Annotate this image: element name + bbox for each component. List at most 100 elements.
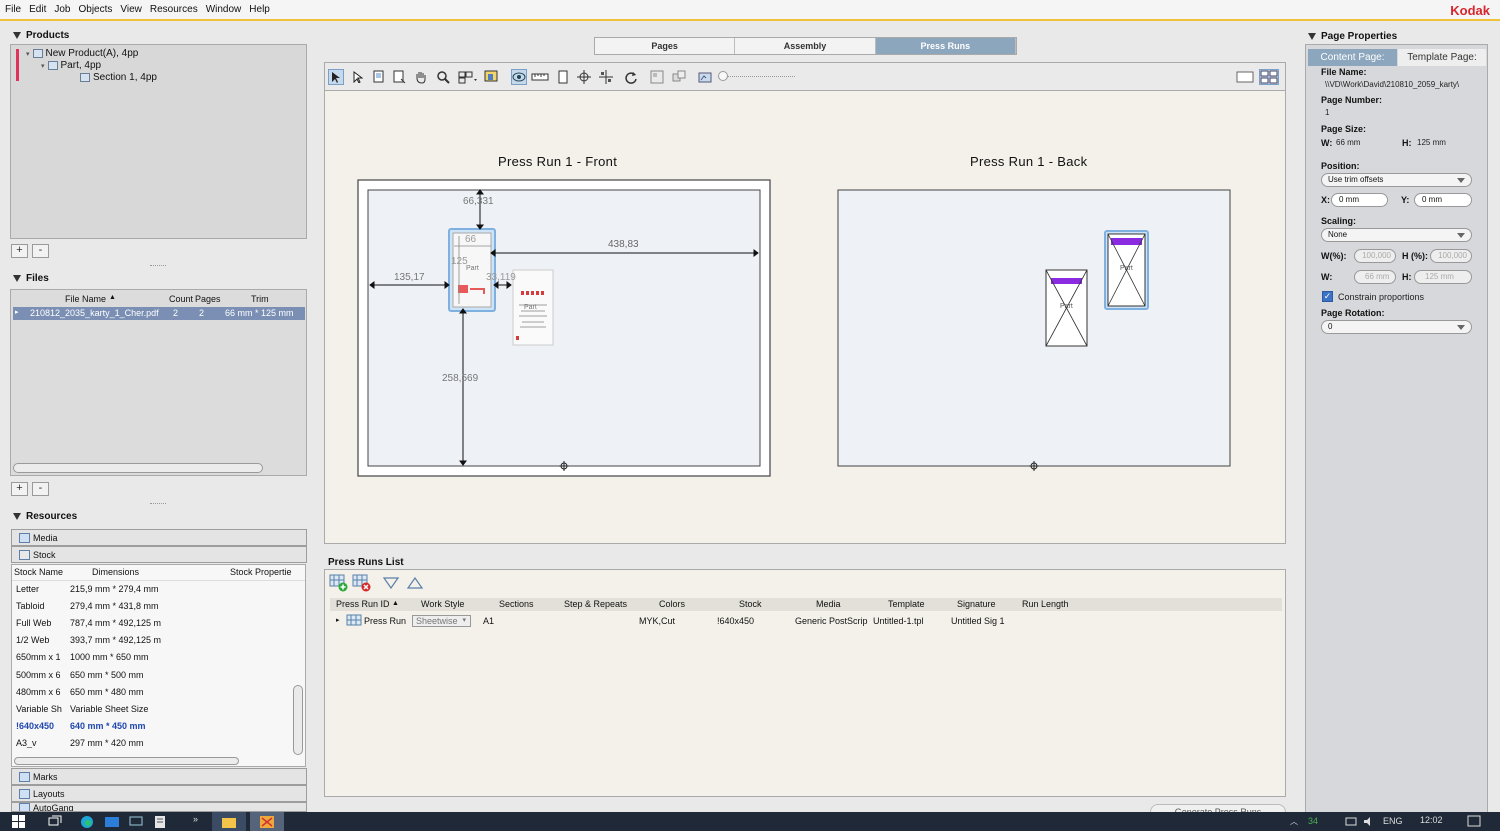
tab-template-page[interactable]: Template Page: [1398, 49, 1486, 66]
resources-header[interactable]: Resources [13, 511, 77, 522]
move-up-icon[interactable] [406, 576, 424, 592]
distribute-icon[interactable] [649, 69, 665, 85]
splitter-handle[interactable] [150, 503, 166, 505]
taskbar-overflow-icon[interactable]: » [193, 814, 199, 824]
col-template[interactable]: Template [888, 599, 925, 609]
task-view-icon[interactable] [48, 815, 62, 828]
back-page-1[interactable] [1045, 269, 1088, 347]
zoom-tool-icon[interactable] [435, 69, 451, 85]
splitter-handle[interactable] [150, 265, 166, 267]
file-explorer-task[interactable] [212, 812, 246, 831]
expand-arrow-icon[interactable]: ▸ [336, 617, 340, 624]
expand-arrow-icon[interactable]: ▾ [41, 62, 45, 70]
tray-chevron-icon[interactable]: ︿ [1290, 817, 1298, 826]
back-page-2[interactable] [1104, 230, 1149, 310]
resource-tab-media[interactable]: Media [11, 529, 307, 546]
grid-view-icon[interactable] [1259, 69, 1279, 85]
tab-pages[interactable]: Pages [595, 38, 736, 54]
align-grid-icon[interactable] [598, 69, 614, 85]
crosshair-icon[interactable] [576, 69, 592, 85]
windows-start-icon[interactable] [12, 815, 26, 828]
col-sections[interactable]: Sections [499, 599, 534, 609]
menu-view[interactable]: View [120, 4, 142, 15]
select-tool-icon[interactable] [328, 69, 344, 85]
fit-icon[interactable] [697, 69, 713, 85]
col-work-style[interactable]: Work Style [421, 599, 465, 609]
page-rotation-select[interactable]: 0 [1321, 320, 1472, 334]
tree-item-product[interactable]: ▾ New Product(A), 4pp [26, 48, 138, 59]
files-horizontal-scrollbar[interactable] [13, 463, 263, 473]
notepad-icon[interactable] [153, 815, 167, 828]
col-stock-name[interactable]: Stock Name [14, 567, 64, 577]
stock-horizontal-scrollbar[interactable] [14, 757, 239, 765]
page-icon[interactable] [555, 69, 571, 85]
tree-item-section[interactable]: Section 1, 4pp [80, 72, 157, 83]
col-pages[interactable]: Pages [195, 294, 221, 304]
add-product-button[interactable]: + [11, 244, 28, 258]
notification-icon[interactable] [1467, 815, 1481, 828]
products-header[interactable]: Products [13, 30, 69, 41]
col-colors[interactable]: Colors [659, 599, 686, 609]
constrain-proportions-checkbox[interactable]: ✓ [1322, 291, 1333, 302]
col-count[interactable]: Count [169, 294, 194, 304]
remove-file-button[interactable]: - [32, 482, 49, 496]
col-signature[interactable]: Signature [957, 599, 996, 609]
menu-resources[interactable]: Resources [149, 4, 198, 15]
move-down-icon[interactable] [382, 577, 400, 592]
tab-content-page[interactable]: Content Page: [1308, 49, 1397, 66]
menu-objects[interactable]: Objects [78, 4, 113, 15]
press-run-canvas[interactable]: Press Run 1 - Front Press Run 1 - Back [324, 90, 1286, 544]
col-file-name[interactable]: File Name [65, 294, 107, 304]
work-style-select[interactable]: Sheetwise ▾ [412, 615, 471, 627]
menu-window[interactable]: Window [205, 4, 242, 15]
layout-tool-icon[interactable] [457, 69, 479, 85]
stock-vertical-scrollbar[interactable] [293, 685, 303, 755]
col-stock[interactable]: Stock [739, 599, 762, 609]
resource-tab-autogang[interactable]: AutoGang [11, 802, 307, 812]
y-offset-input[interactable]: 0 mm [1414, 193, 1472, 207]
expand-arrow-icon[interactable]: ▾ [26, 50, 30, 58]
files-header[interactable]: Files [13, 273, 49, 284]
remote-desktop-icon[interactable] [129, 815, 143, 828]
scaling-select[interactable]: None [1321, 228, 1472, 242]
col-press-run-id[interactable]: Press Run ID [336, 599, 390, 609]
remove-product-button[interactable]: - [32, 244, 49, 258]
add-press-run-icon[interactable] [329, 574, 349, 592]
col-stock-properties[interactable]: Stock Propertie [230, 567, 292, 577]
tree-item-part[interactable]: ▾ Part, 4pp [41, 60, 101, 71]
press-run-row[interactable]: ▸ Press Run Sheetwise ▾ A1 MYK,Cut !640x… [330, 614, 1282, 629]
resource-tab-stock[interactable]: Stock [11, 546, 307, 563]
menu-job[interactable]: Job [54, 4, 71, 15]
delete-press-run-icon[interactable] [352, 574, 372, 592]
tab-press-runs[interactable]: Press Runs [875, 38, 1016, 54]
hand-tool-icon[interactable] [413, 69, 429, 85]
view-eye-icon[interactable] [511, 69, 527, 85]
mail-icon[interactable] [105, 815, 119, 828]
resource-tab-marks[interactable]: Marks [11, 768, 307, 785]
file-row[interactable]: ▸ 210812_2035_karty_1_Cher.pdf 2 2 66 mm… [13, 307, 305, 320]
edge-browser-icon[interactable] [80, 815, 94, 828]
arrange-icon[interactable] [671, 69, 687, 85]
position-select[interactable]: Use trim offsets [1321, 173, 1472, 187]
page-select-tool-icon[interactable] [371, 69, 387, 85]
col-step-repeats[interactable]: Step & Repeats [564, 599, 628, 609]
network-icon[interactable] [1344, 815, 1358, 828]
tab-assembly[interactable]: Assembly [735, 38, 876, 54]
language-indicator[interactable]: ENG [1383, 816, 1403, 826]
direct-select-tool-icon[interactable] [350, 69, 366, 85]
menu-help[interactable]: Help [249, 4, 270, 15]
col-trim[interactable]: Trim [251, 294, 269, 304]
menu-edit[interactable]: Edit [29, 4, 47, 15]
col-run-length[interactable]: Run Length [1022, 599, 1069, 609]
add-file-button[interactable]: + [11, 482, 28, 496]
volume-icon[interactable] [1362, 815, 1376, 828]
imposition-tool-icon[interactable] [484, 69, 500, 85]
